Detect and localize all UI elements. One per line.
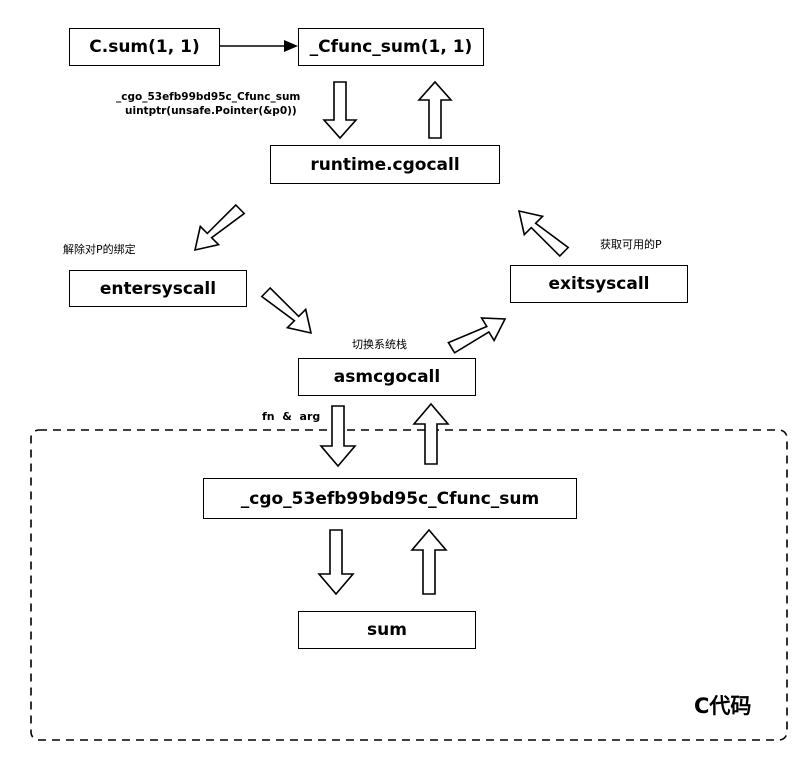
cgo-call-arg-label: uintptr(unsafe.Pointer(&p0)) [125, 105, 297, 117]
fn-arg-label: fn & arg [262, 410, 321, 423]
block-arrow-down [317, 529, 355, 596]
asmcgocall-node: asmcgocall [298, 358, 476, 396]
switch-stack-label: 切换系统栈 [352, 338, 407, 351]
block-arrow-up [410, 528, 448, 595]
c-code-region-border [30, 429, 788, 741]
block-arrow-down [319, 405, 357, 468]
block-arrow-diagonal-down-left [193, 203, 246, 252]
c-sum-node: C.sum(1, 1) [69, 28, 220, 66]
exitsyscall-node: exitsyscall [510, 265, 688, 303]
block-arrow-diagonal-up-right [447, 317, 507, 354]
block-arrow-down [322, 81, 358, 140]
acquire-p-label: 获取可用的P [600, 238, 662, 251]
block-arrow-up [417, 80, 453, 139]
runtime-cgocall-node: runtime.cgocall [270, 145, 500, 184]
entersyscall-node: entersyscall [69, 270, 247, 307]
c-code-region-title: C代码 [694, 694, 752, 718]
block-arrow-up [412, 402, 450, 465]
cfunc-sum-node: _Cfunc_sum(1, 1) [298, 28, 484, 66]
sum-node: sum [298, 611, 476, 649]
block-arrow-diagonal-down-right [260, 286, 313, 335]
call-arrow [220, 40, 298, 52]
cgo-call-name-label: _cgo_53efb99bd95c_Cfunc_sum [116, 91, 301, 103]
cgo-cfunc-sum-node: _cgo_53efb99bd95c_Cfunc_sum [203, 478, 577, 519]
block-arrow-diagonal-up-left [517, 209, 570, 258]
unbind-p-label: 解除对P的绑定 [63, 243, 136, 256]
